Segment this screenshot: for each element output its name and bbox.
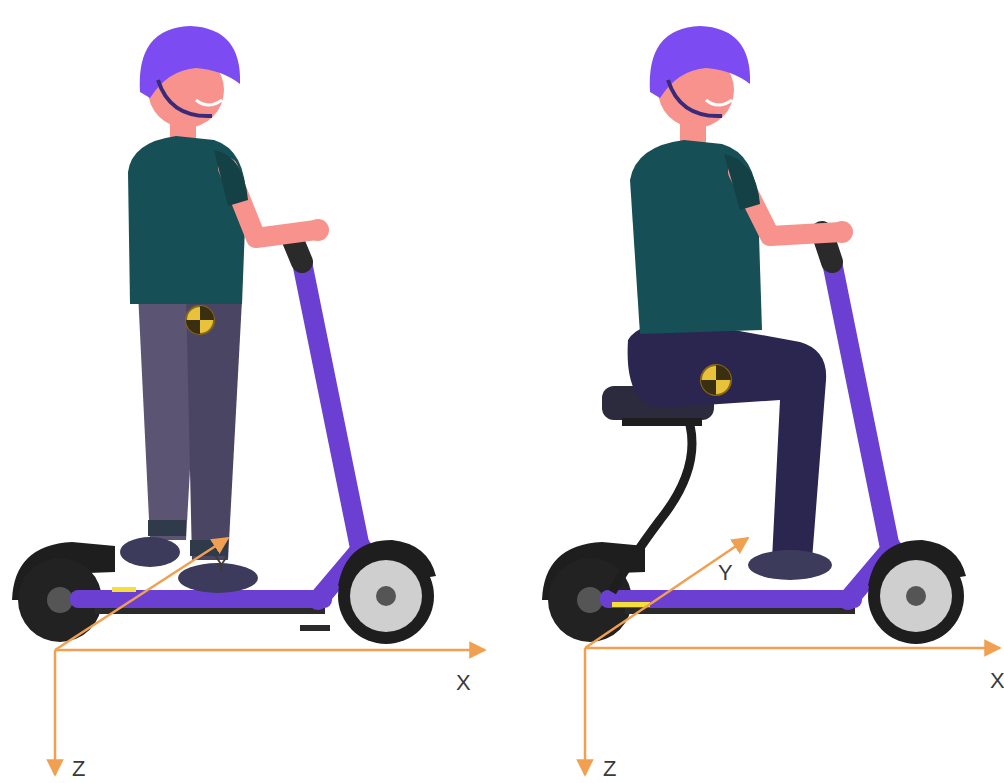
cuff: [148, 520, 186, 536]
y-axis: [55, 538, 228, 650]
stem: [832, 262, 890, 548]
front-hub: [376, 586, 396, 606]
kickstand: [300, 625, 330, 631]
legs: [628, 322, 827, 560]
smile: [196, 100, 222, 105]
shoe: [120, 537, 180, 567]
hand: [307, 219, 329, 241]
front-rim: [880, 560, 952, 632]
shoe: [748, 550, 832, 580]
stem: [302, 262, 360, 548]
axis-label: Z: [603, 758, 616, 780]
com-circle: [186, 306, 214, 334]
right-axes: [585, 538, 1000, 775]
axis-label: Z: [72, 758, 85, 780]
com-circle: [701, 365, 731, 395]
com-quadrant: [186, 320, 200, 334]
deck: [70, 590, 332, 608]
z-axis: [54, 650, 57, 775]
helmet-strap: [158, 80, 212, 116]
torso: [630, 140, 762, 334]
centre-of-mass-symbol: [186, 306, 214, 334]
helmet-strap: [668, 80, 722, 116]
smile: [706, 100, 732, 105]
helmet: [140, 26, 240, 98]
deck-base: [95, 608, 325, 614]
rear-hub: [47, 587, 73, 613]
z-axis: [584, 648, 587, 775]
com-quadrant: [200, 306, 214, 320]
front-hub: [906, 586, 926, 606]
front-fender: [338, 540, 436, 588]
leg: [186, 292, 242, 560]
front-rim: [350, 560, 422, 632]
deck: [600, 590, 862, 608]
seated-rider: [628, 26, 853, 580]
x-axis: [55, 649, 485, 652]
sleeve: [724, 154, 760, 210]
axis-label: Y: [214, 553, 229, 575]
rear-hub: [577, 587, 603, 613]
seat-post: [612, 425, 692, 592]
left-axes: [55, 538, 485, 775]
com-quadrant: [716, 365, 731, 380]
front-fender: [868, 540, 966, 588]
centre-of-mass-symbol: [701, 365, 731, 395]
y-axis: [585, 538, 748, 648]
x-axis: [585, 647, 1000, 650]
helmet: [650, 26, 750, 98]
com-quadrant: [701, 380, 716, 395]
sleeve: [214, 150, 248, 206]
axis-label: X: [990, 670, 1004, 692]
hand: [831, 221, 853, 243]
axis-label: X: [456, 672, 471, 694]
standing-rider: [120, 26, 329, 593]
seat-base: [622, 418, 702, 426]
light: [112, 587, 136, 592]
light: [612, 602, 650, 607]
deck-base: [625, 608, 855, 614]
axis-label: Y: [718, 562, 733, 584]
